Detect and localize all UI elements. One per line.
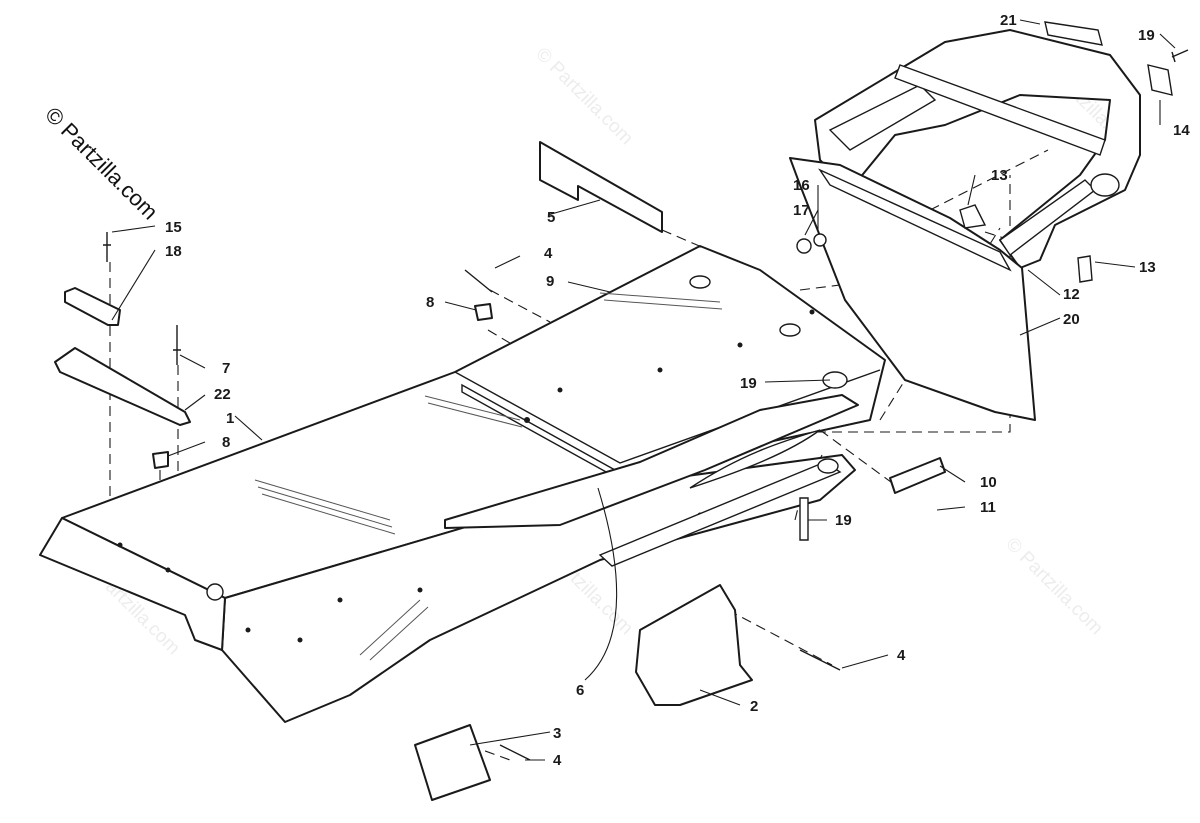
callout-8b: 8 (222, 434, 230, 451)
bolts (103, 49, 1189, 541)
callout-8: 8 (426, 294, 434, 311)
callout-19: 19 (1138, 27, 1155, 44)
callout-4b: 4 (553, 752, 562, 769)
callout-16: 16 (793, 177, 810, 194)
faint-watermark: © Partzilla.com (531, 44, 636, 149)
callout-15: 15 (165, 219, 182, 236)
callout-18: 18 (165, 243, 182, 260)
callout-5: 5 (547, 209, 555, 226)
mount-bracket-part-2 (635, 584, 753, 706)
callout-6: 6 (576, 682, 584, 699)
callout-2: 2 (750, 698, 758, 715)
callout-9: 9 (546, 273, 554, 290)
callout-19b: 19 (740, 375, 757, 392)
callout-13b: 13 (1139, 259, 1156, 276)
callout-20: 20 (1063, 311, 1080, 328)
leader-lines (111, 19, 1176, 761)
tunnel-rail (598, 458, 842, 567)
seat-strip-part-5 (539, 141, 663, 233)
bracket-part-18 (64, 287, 121, 326)
tunnel-shading (254, 292, 723, 661)
callout-4: 4 (544, 245, 553, 262)
plate-part-3 (414, 724, 491, 801)
callout-12: 12 (1063, 286, 1080, 303)
callout-10: 10 (980, 474, 997, 491)
faint-watermark: © Partzilla.com (1001, 534, 1106, 639)
plugs-part-8 (152, 303, 493, 469)
callouts: 21 19 14 16 17 13 13 12 20 5 15 18 4 9 8… (165, 12, 1190, 769)
callout-17: 17 (793, 202, 810, 219)
pin-part-4b (799, 649, 841, 671)
callout-19c: 19 (835, 512, 852, 529)
callout-22: 22 (214, 386, 231, 403)
callout-1: 1 (226, 410, 234, 427)
pin-part-4 (499, 744, 531, 761)
rear-bumper-assembly (789, 21, 1173, 421)
callout-13: 13 (991, 167, 1008, 184)
callout-3: 3 (553, 725, 561, 742)
reflector-part-10 (889, 457, 946, 494)
callout-11: 11 (980, 499, 996, 516)
callout-21: 21 (1000, 12, 1017, 29)
callout-4c: 4 (897, 647, 906, 664)
callout-14: 14 (1173, 122, 1190, 139)
callout-7: 7 (222, 360, 230, 377)
angle-part-22 (54, 347, 191, 426)
